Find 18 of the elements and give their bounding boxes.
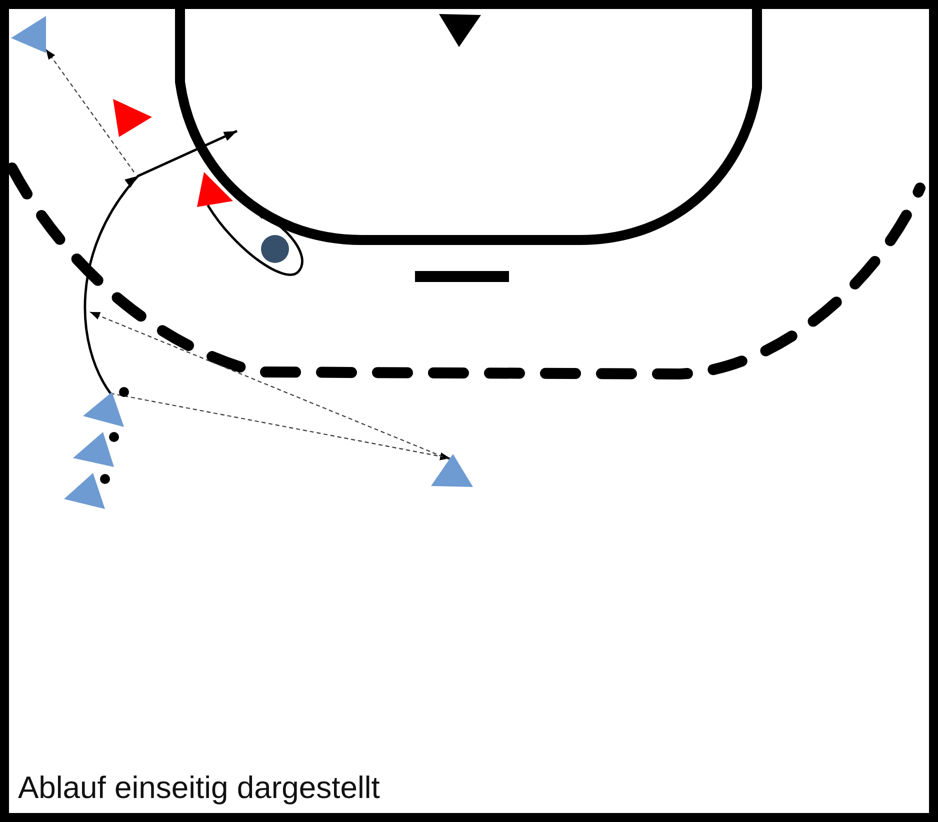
- attacker-icon: [431, 454, 473, 487]
- defender-icon: [197, 172, 233, 207]
- goalkeeper-icon: [439, 14, 481, 47]
- caption: Ablauf einseitig dargestellt: [18, 770, 380, 806]
- ball-icon: [119, 387, 129, 397]
- pass-arrow: [46, 49, 134, 172]
- defender-icon: [113, 99, 152, 137]
- attacker-icon: [73, 432, 114, 467]
- pass-arrow: [90, 312, 450, 460]
- ball-icon: [109, 432, 119, 442]
- disc-icon: [261, 235, 289, 263]
- attacker-icon: [83, 392, 124, 427]
- run-arrow: [206, 204, 304, 276]
- attacker-icon: [11, 16, 46, 53]
- run-arrow: [84, 130, 238, 394]
- attacker-icon: [64, 473, 105, 509]
- ball-icon: [100, 474, 110, 484]
- pass-arrow: [110, 392, 450, 460]
